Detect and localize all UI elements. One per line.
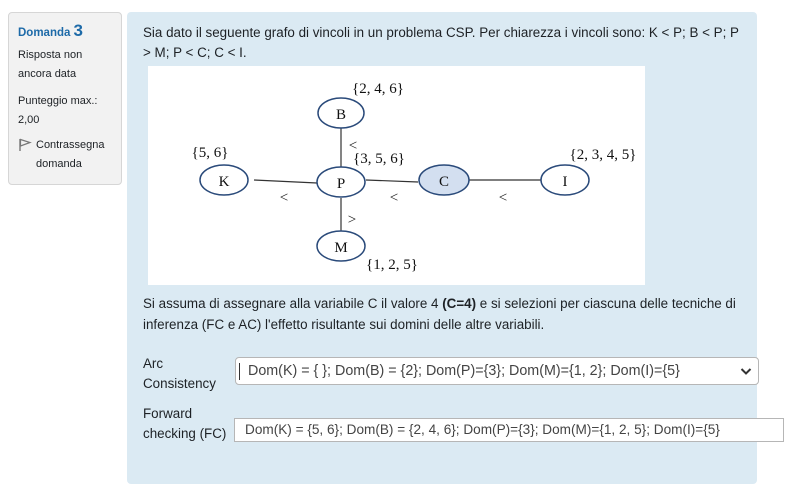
question-number: Domanda 3 [18,21,115,43]
node-i-label: I [563,174,568,190]
instructions-text-2: e si selezioni per ciascuna delle tecnic… [143,296,736,332]
question-info-panel: Domanda 3 Risposta non ancora data Punte… [8,12,122,185]
edge-symbol-p-m: > [348,212,356,228]
edge-symbol-c-i: < [499,190,507,206]
question-content: Sia dato il seguente grafo di vincoli in… [127,12,784,484]
question-grade: Punteggio max.: 2,00 [18,92,115,130]
constraint-graph-image: < < > < < B K P C I M {2, 4, 6} {5, 6} {… [148,66,645,285]
edge-symbol-p-c: < [390,190,398,206]
answer-label-ac: Arc Consistency [143,356,216,391]
domain-b: {2, 4, 6} [352,81,404,97]
answer-label-fc: Forward checking (FC) [143,406,227,441]
edge-symbol-b-p: < [349,138,357,154]
answer-select-fc[interactable]: Dom(K) = {5, 6}; Dom(B) = {2, 4, 6}; Dom… [234,418,784,442]
instructions-bold: (C=4) [442,296,477,311]
node-k-label: K [219,174,230,190]
edge-p-c [365,179,419,183]
answer-select-fc-value: Dom(K) = {5, 6}; Dom(B) = {2, 4, 6}; Dom… [245,422,720,437]
domain-i: {2, 3, 4, 5} [570,147,637,163]
edge-k-p [253,179,318,184]
question-text: Sia dato il seguente grafo di vincoli in… [143,25,739,60]
grade-label: Punteggio max.: [18,95,98,107]
question-label: Domanda [18,27,71,39]
grade-value: 2,00 [18,114,40,126]
node-b-label: B [336,107,346,123]
flag-icon [19,138,32,151]
flag-label: Contrassegna domanda [36,139,105,170]
text-cursor [239,363,240,380]
constraint-graph: < < > < < B K P C I M {2, 4, 6} {5, 6} {… [192,81,637,273]
node-i [540,164,590,196]
node-m [316,230,366,262]
chevron-down-icon [740,368,752,375]
node-p-label: P [337,176,345,192]
flag-question-link[interactable]: Contrassegna domanda [18,136,115,174]
node-c-label: C [439,174,449,190]
question-number-value: 3 [73,21,83,40]
answer-select-ac-value: Dom(K) = { }; Dom(B) = {2}; Dom(P)={3}; … [248,363,680,379]
domain-m: {1, 2, 5} [366,257,418,273]
node-c [418,164,470,196]
edge-symbol-k-p: < [280,190,288,206]
domain-p: {3, 5, 6} [353,151,405,167]
domain-k: {5, 6} [192,145,229,161]
answer-select-ac[interactable]: Dom(K) = { }; Dom(B) = {2}; Dom(P)={3}; … [235,357,759,385]
node-k [199,164,249,196]
node-m-label: M [334,240,347,256]
question-state: Risposta non ancora data [18,49,83,80]
instructions-text-1: Si assuma di assegnare alla variabile C … [143,296,443,311]
node-p [316,166,366,198]
question-instructions: Si assuma di assegnare alla variabile C … [143,293,743,335]
node-b [317,97,365,129]
